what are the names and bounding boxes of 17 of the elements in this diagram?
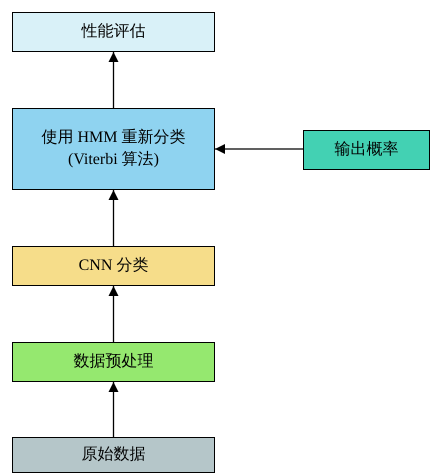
process-box <box>12 246 215 286</box>
box-label: 原始数据 <box>82 445 146 466</box>
box-label: CNN 分类 <box>78 256 148 276</box>
box-label: 使用 HMM 重新分类 (Viterbi 算法) <box>40 128 186 170</box>
arrow <box>108 382 118 437</box>
arrow <box>108 286 118 342</box>
process-box <box>303 130 430 170</box>
arrow <box>108 190 118 246</box>
process-box <box>12 12 215 52</box>
process-box <box>12 437 215 473</box>
box-label: 数据预处理 <box>74 352 154 372</box>
box-label: 输出概率 <box>334 140 398 160</box>
process-box <box>12 108 215 190</box>
box-label: 性能评估 <box>82 22 146 42</box>
process-box <box>12 342 215 382</box>
arrow <box>215 144 303 154</box>
arrow <box>108 52 118 108</box>
